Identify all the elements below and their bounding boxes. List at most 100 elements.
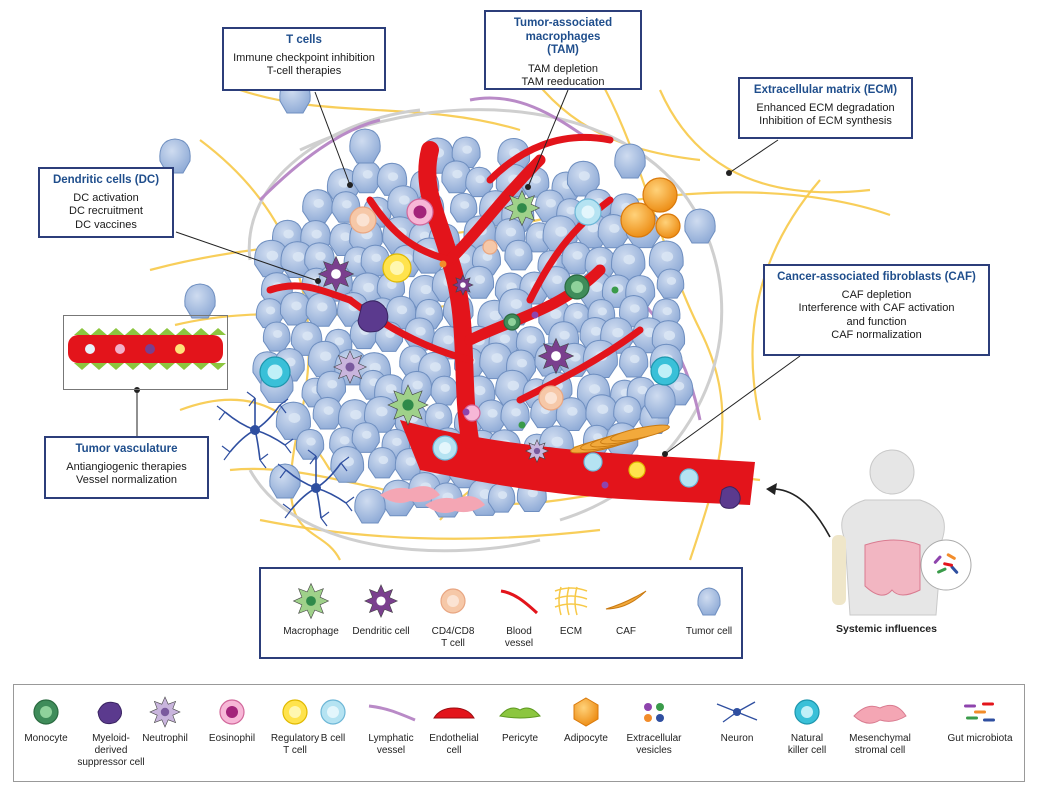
pericyte (210, 363, 226, 370)
main-legend-frame (259, 567, 743, 659)
extracellular-vesicle (462, 408, 470, 416)
human-body-figure (832, 449, 972, 616)
legend-label-line: CAF (616, 626, 636, 637)
dendritic-cell (452, 274, 474, 296)
tumor-cell (611, 243, 646, 282)
tumor-cell (684, 208, 716, 244)
blood-vessel-icon (500, 589, 539, 615)
adipocyte-icon (573, 697, 599, 727)
tumor-cell (504, 239, 533, 271)
tumor-cell (305, 292, 338, 327)
tumor-cell (619, 345, 649, 378)
tumor-cell-icon (697, 587, 721, 616)
tumor-cell (555, 397, 587, 432)
leader-line (728, 139, 779, 174)
body-head (869, 449, 915, 495)
legend-label: Adipocyte (541, 733, 631, 745)
leader-dot (134, 387, 140, 393)
legend-label-line: Lymphatic (368, 733, 414, 744)
pericyte (159, 363, 175, 370)
callout-caf: Cancer-associated fibroblasts (CAF) CAF … (763, 264, 990, 356)
tumor-cell (351, 160, 382, 194)
mdsc-icon (97, 701, 122, 725)
legend-label: ECM (526, 626, 616, 638)
pericyte (159, 328, 175, 335)
legend-label-line: vesicles (636, 745, 672, 756)
callout-tam: Tumor-associated macrophages (TAM) TAM d… (484, 10, 642, 90)
tumor-cell (566, 160, 600, 197)
callout-caf-title: Cancer-associated fibroblasts (CAF) (777, 271, 976, 283)
legend-label-line: Blood (506, 626, 532, 637)
tumor-cell (479, 342, 513, 380)
legend-label-line: Neuron (720, 733, 754, 744)
tumor-cell (349, 128, 381, 164)
tumor-cell (159, 138, 191, 174)
microbe (950, 565, 959, 574)
callout-t-cells-title: T cells (286, 34, 322, 46)
b-cell (574, 198, 602, 226)
legend-label-line: Eosinophil (208, 733, 256, 744)
treg-icon (282, 699, 308, 725)
legend-label-line: Natural (790, 733, 824, 744)
mesenchymal-stromal-cell-icon (853, 704, 907, 724)
callout-line: DC activation (73, 191, 139, 204)
neutrophil (333, 350, 368, 385)
pericyte (91, 363, 107, 370)
callout-tam-title-line: Tumor-associated macrophages (513, 17, 613, 43)
tumor-cell (330, 446, 365, 483)
leader-dot (347, 182, 353, 188)
extracellular-vesicle (531, 311, 539, 319)
tumor-cell (430, 375, 458, 406)
extracellular-vesicles-icon (644, 703, 664, 722)
tumor-cell (441, 160, 472, 194)
legend-label-line: Dendritic cell (352, 626, 410, 637)
tumor-cell (302, 189, 334, 224)
inset-cell (175, 344, 185, 354)
microbe (937, 567, 947, 574)
legend-label-line: killer cell (787, 745, 827, 756)
b-cell-icon (320, 699, 346, 725)
regulatory-t-cell (382, 253, 412, 283)
leader-dot (525, 184, 531, 190)
immune-cells (216, 177, 741, 527)
inset-cell (145, 344, 155, 354)
legend-label: Neuron (692, 733, 782, 745)
tumor-cell (585, 394, 619, 430)
vessel-branch (444, 154, 546, 266)
tumor-cell (451, 136, 481, 169)
ecm-fiber (658, 89, 871, 194)
legend-label: B cell (288, 733, 378, 745)
callout-tumor-vasculature: Tumor vasculature Antiangiogenic therapi… (44, 436, 209, 499)
mesenchymal-stromal-cell (425, 496, 485, 513)
body-arm (832, 535, 846, 605)
monocyte (564, 274, 590, 300)
pericyte (91, 328, 107, 335)
t-cell (538, 385, 564, 411)
pericyte (142, 363, 158, 370)
ecm-fiber (751, 179, 821, 421)
dendritic-cell (317, 255, 355, 293)
systemic-arrow (769, 488, 831, 538)
vessel-branch (366, 196, 454, 264)
pericyte (176, 328, 192, 335)
callout-line: Enhanced ECM degradation (756, 101, 895, 114)
extracellular-vesicle (439, 260, 447, 268)
callout-line: DC recruitment (69, 205, 143, 217)
extracellular-vesicle (601, 481, 609, 489)
legend-label-line: Macrophage (283, 626, 339, 637)
legend-label-line: cell (446, 745, 462, 756)
mdsc (719, 486, 741, 509)
legend-label-line: B cell (320, 733, 346, 744)
nk-cell-icon (794, 699, 820, 725)
b-cell (679, 468, 699, 488)
leader-line (314, 91, 351, 186)
eosinophil (406, 198, 434, 226)
b-cell (432, 435, 458, 461)
callout-line: Inhibition of ECM synthesis (759, 115, 892, 127)
